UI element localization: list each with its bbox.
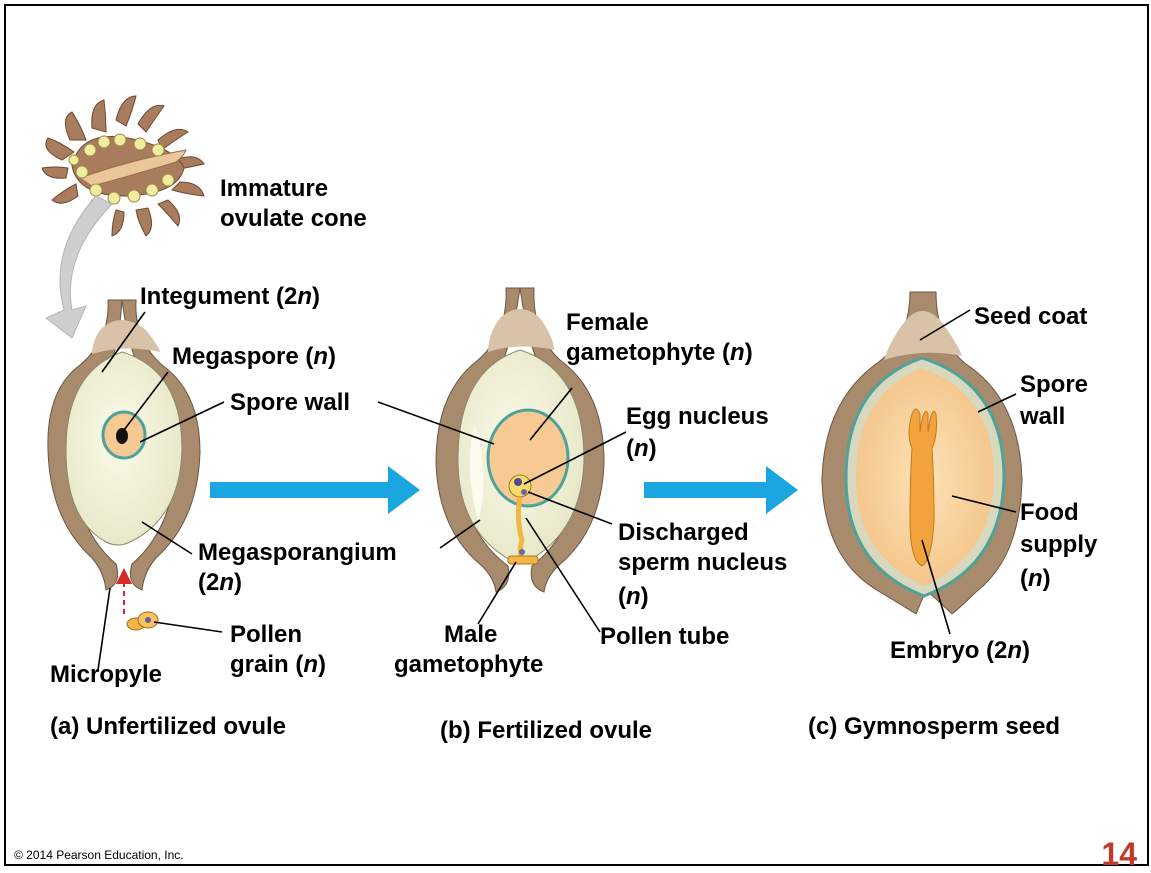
immature-cone-line-1: Immature xyxy=(220,175,328,202)
label-female-gametophyte: Female gametophyte (n) xyxy=(566,309,753,366)
label-discharged-sperm-nucleus: Discharged sperm nucleus (n) xyxy=(618,519,787,610)
progress-arrow-2 xyxy=(644,466,798,514)
label-immature-cone: Immature ovulate cone xyxy=(220,175,367,232)
label-spore-wall-a: Spore wall xyxy=(230,389,350,416)
immature-ovulate-cone xyxy=(42,96,204,236)
copyright-notice: © 2014 Pearson Education, Inc. xyxy=(14,848,184,862)
progress-arrow-1 xyxy=(210,466,420,514)
label-embryo: Embryo (2n) xyxy=(890,637,1030,664)
svg-text:supply: supply xyxy=(1020,531,1098,558)
page-number: 14 xyxy=(1101,836,1137,873)
svg-text:gametophyte (n): gametophyte (n) xyxy=(566,339,753,366)
caption-c: (c) Gymnosperm seed xyxy=(808,713,1060,740)
immature-cone-line-2: ovulate cone xyxy=(220,205,367,232)
svg-text:Male: Male xyxy=(444,621,497,648)
label-micropyle: Micropyle xyxy=(50,661,162,688)
svg-text:grain (n): grain (n) xyxy=(230,651,326,678)
label-egg-nucleus: Egg nucleus (n) xyxy=(626,403,769,462)
caption-b: (b) Fertilized ovule xyxy=(440,717,652,744)
label-spore-wall-c: Spore wall xyxy=(1019,371,1088,430)
label-male-gametophyte: Male gametophyte xyxy=(394,621,543,678)
svg-text:gametophyte: gametophyte xyxy=(394,651,543,678)
svg-text:(n): (n) xyxy=(618,583,649,610)
svg-text:(n): (n) xyxy=(1020,565,1051,592)
label-pollen-tube: Pollen tube xyxy=(600,623,729,650)
svg-text:Megasporangium: Megasporangium xyxy=(198,539,397,566)
label-pollen-grain: Pollen grain (n) xyxy=(230,621,326,678)
svg-text:(2n): (2n) xyxy=(198,569,242,596)
svg-text:(n): (n) xyxy=(626,435,657,462)
label-seed-coat: Seed coat xyxy=(974,303,1087,330)
svg-text:Discharged: Discharged xyxy=(618,519,749,546)
svg-text:sperm nucleus: sperm nucleus xyxy=(618,549,787,576)
svg-text:wall: wall xyxy=(1019,403,1065,430)
label-food-supply: Food supply (n) xyxy=(1020,499,1098,592)
gymnosperm-seed xyxy=(822,292,1022,614)
label-integument: Integument (2n) xyxy=(140,283,320,310)
svg-text:Spore: Spore xyxy=(1020,371,1088,398)
pollen-grain-shape xyxy=(127,612,158,630)
svg-text:Egg nucleus: Egg nucleus xyxy=(626,403,769,430)
svg-text:Female: Female xyxy=(566,309,649,336)
svg-text:Food: Food xyxy=(1020,499,1079,526)
label-megasporangium: Megasporangium (2n) xyxy=(198,539,397,596)
curved-arrow xyxy=(46,196,112,338)
label-megaspore: Megaspore (n) xyxy=(172,343,336,370)
caption-a: (a) Unfertilized ovule xyxy=(50,713,286,740)
svg-text:Pollen: Pollen xyxy=(230,621,302,648)
